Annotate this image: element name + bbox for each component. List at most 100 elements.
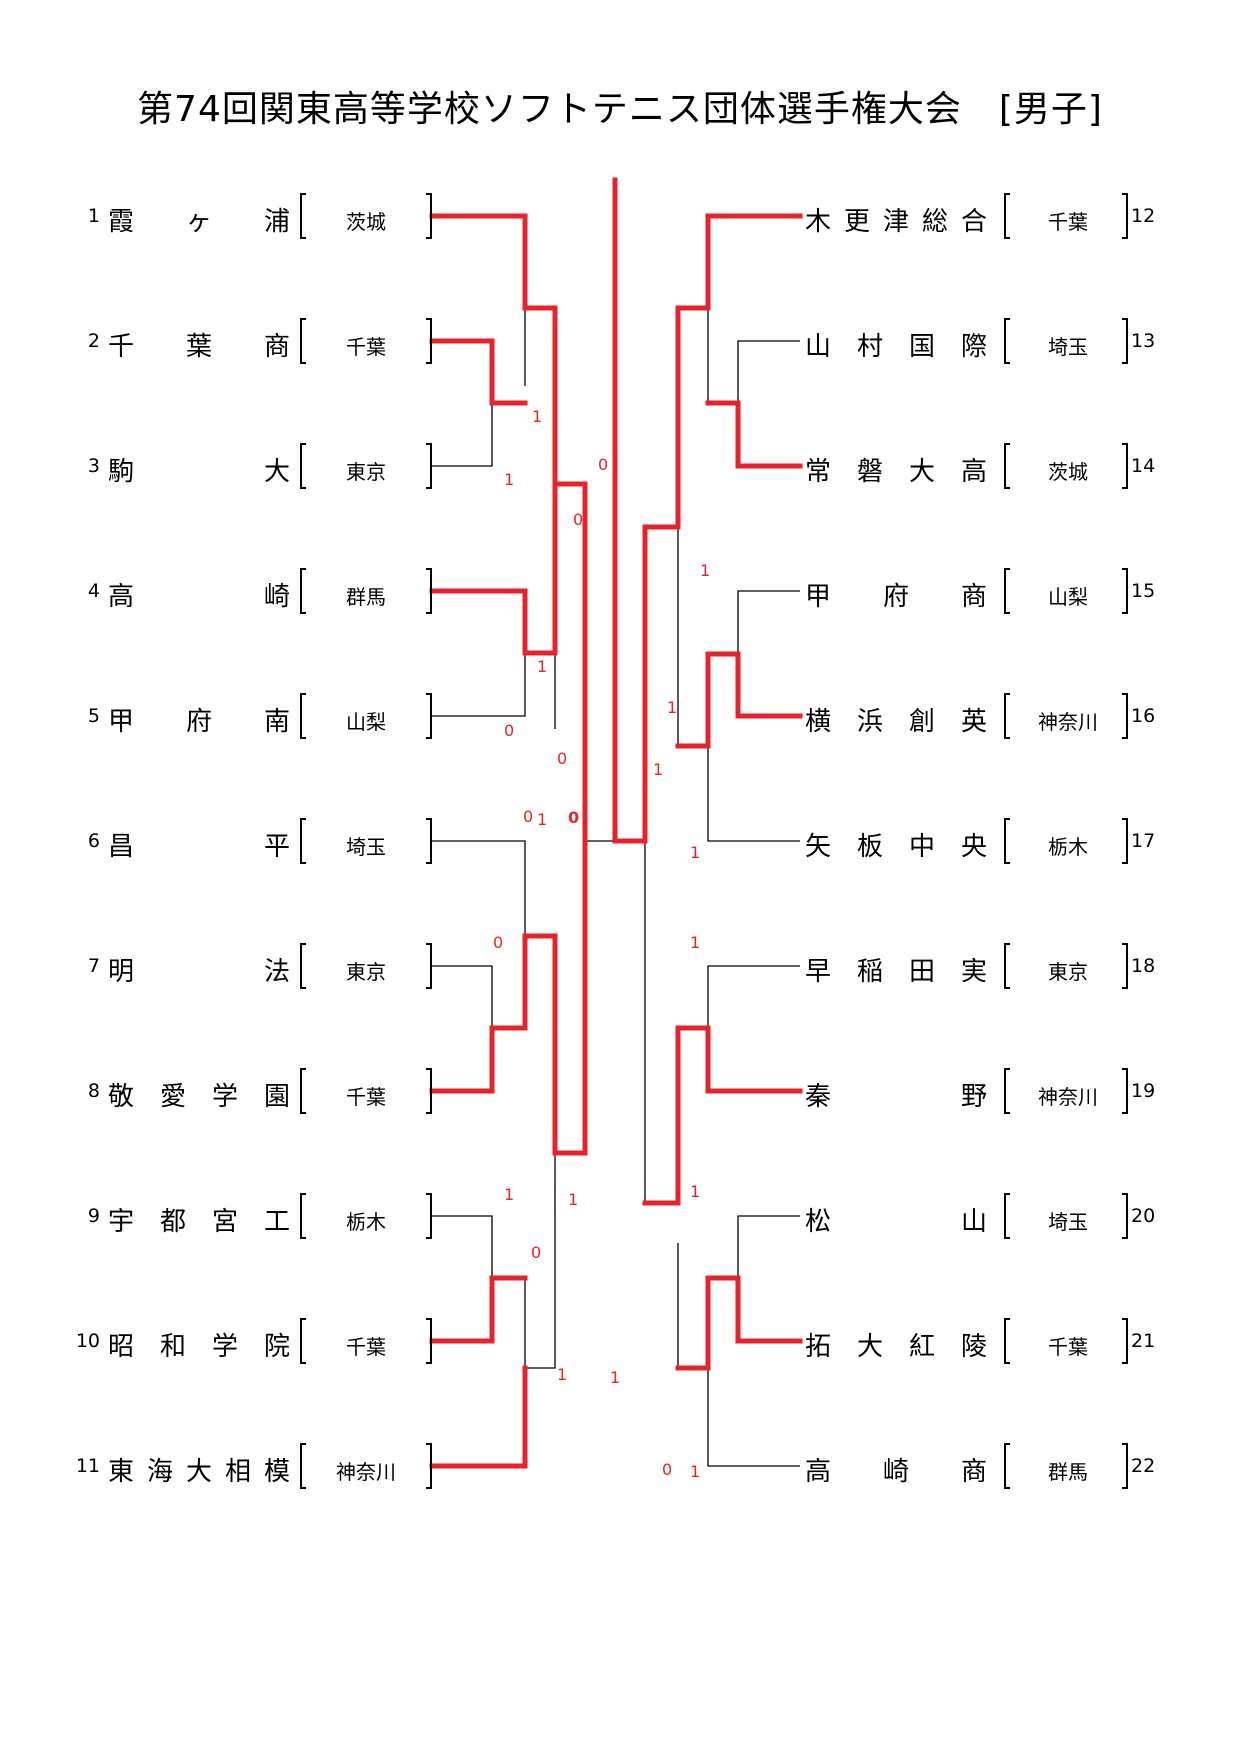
bracket-close-icon [1122,693,1128,739]
school-char: 海 [146,1457,173,1487]
team-entry: 15 甲府商 山梨 [0,566,1240,616]
match-score: 1 [557,1365,567,1384]
school-char: 大 [185,1457,212,1487]
winner-line [429,481,558,656]
bracket-line [432,654,526,717]
school-name: 高崎商 [805,1451,987,1488]
school-char: 甲 [108,707,135,737]
school-char: 大 [856,1332,883,1362]
bracket-close-icon [1122,568,1128,614]
prefecture: 東京 [1048,960,1088,984]
match-score: 1 [504,1185,514,1204]
school-char: 学 [211,1082,238,1112]
winner-line [705,400,803,469]
school-char: 千 [108,332,135,362]
school-char: 愛 [159,1082,186,1112]
prefecture: 茨城 [346,210,386,234]
winner-line [429,213,588,844]
school-name: 東海大相模 [108,1451,290,1488]
school-char: 商 [960,1457,987,1487]
seed-number: 11 [75,1455,100,1477]
prefecture: 埼玉 [1048,335,1088,359]
school-char: 際 [960,332,987,362]
school-char: 模 [263,1457,290,1487]
prefecture: 千葉 [1048,210,1088,234]
winner-line [429,1275,528,1344]
school-name: 昭和学院 [108,1326,290,1363]
seed-number: 8 [87,1080,100,1102]
school-name: 常磐大高 [805,451,987,488]
school-name: 千葉商 [108,326,290,363]
school-char: 明 [108,957,135,987]
bracket-line [432,840,526,952]
school-char: 実 [960,957,987,987]
seed-number: 20 [1131,1205,1156,1227]
bracket-close-icon [426,693,432,739]
school-name: 拓大紅陵 [805,1326,987,1363]
match-score: 0 [557,749,567,768]
team-entry: 20 松山 埼玉 [0,1191,1240,1241]
seed-number: 2 [87,330,100,352]
seed-number: 15 [1131,580,1156,602]
school-name: 駒大 [108,451,290,488]
prefecture: 群馬 [346,585,386,609]
school-char: 崎 [882,1457,909,1487]
match-score: 0 [493,933,503,952]
bracket-close-icon [426,818,432,864]
bracket-line [707,965,800,1028]
bracket-close-icon [426,568,432,614]
school-char: 学 [211,1332,238,1362]
prefecture: 山梨 [1048,585,1088,609]
bracket-open-icon [1004,1193,1010,1239]
seed-number: 1 [87,205,100,227]
bracket-line [432,386,493,467]
bracket-close-icon [1122,193,1128,239]
bracket-line [737,590,800,654]
school-name: 横浜創英 [805,701,987,738]
school-char: 木 [805,207,832,237]
school-name: 昌平 [108,826,290,863]
school-char: 院 [263,1332,290,1362]
match-score: 0 [598,455,608,474]
school-char: 崎 [263,582,290,612]
match-score: 1 [537,657,547,676]
bracket-open-icon [1004,1318,1010,1364]
match-score: 0 [662,1460,672,1479]
school-name: 松山 [805,1201,987,1238]
prefecture: 埼玉 [1048,1210,1088,1234]
school-name: 秦野 [805,1076,987,1113]
school-char: 浦 [263,207,290,237]
prefecture: 千葉 [346,1085,386,1109]
school-char: 更 [843,207,870,237]
seed-number: 16 [1131,705,1156,727]
bracket-open-icon [300,1443,306,1489]
school-name: 甲府商 [805,576,987,613]
school-char: 秦 [805,1082,832,1112]
bracket-close-icon [1122,1318,1128,1364]
match-score: 0 [504,721,514,740]
school-char: 常 [805,457,832,487]
school-char: 中 [908,832,935,862]
school-char: 松 [805,1207,832,1237]
school-char: 山 [805,332,832,362]
bracket-close-icon [1122,818,1128,864]
bracket-open-icon [300,1318,306,1364]
match-score: 1 [690,843,700,862]
school-char: 府 [882,582,909,612]
bracket-close-icon [1122,318,1128,364]
bracket-close-icon [1122,443,1128,489]
school-char: 国 [908,332,935,362]
prefecture: 埼玉 [346,835,386,859]
bracket-open-icon [300,1068,306,1114]
prefecture: 栃木 [346,1210,386,1234]
seed-number: 3 [87,455,100,477]
seed-number: 19 [1131,1080,1156,1102]
